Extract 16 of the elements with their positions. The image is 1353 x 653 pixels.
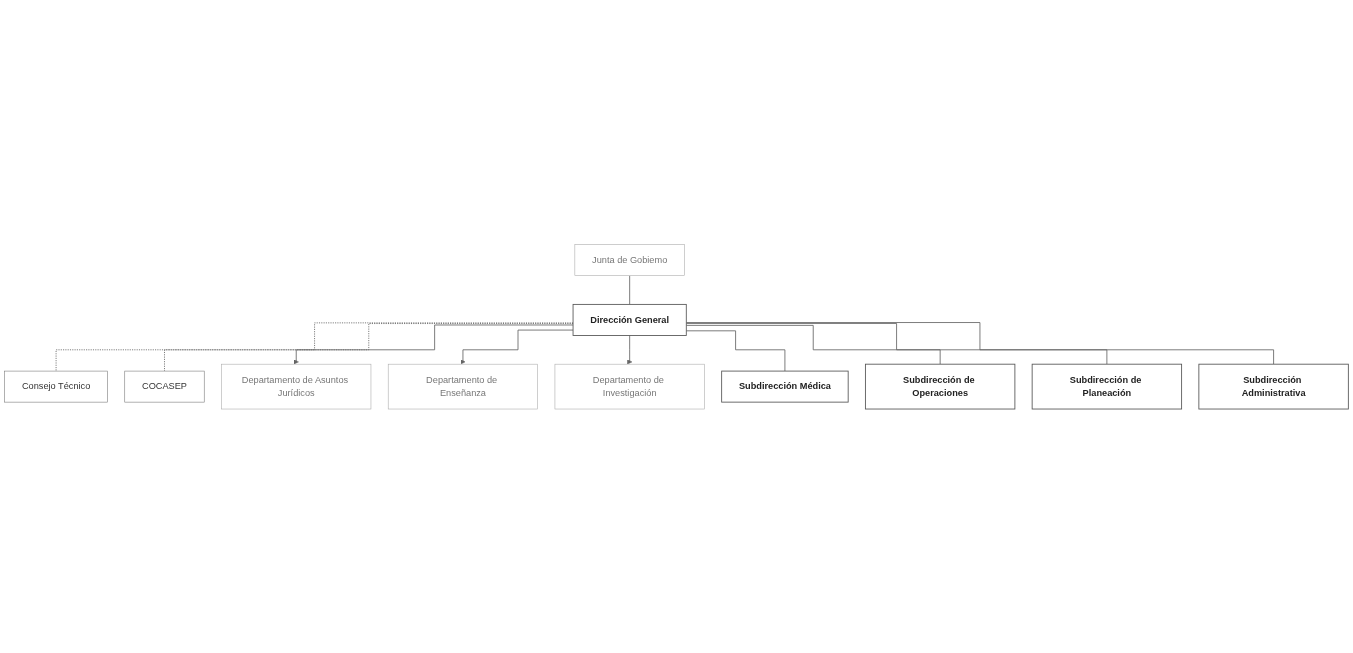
node-box: Consejo Técnico — [4, 370, 108, 403]
connector — [685, 324, 941, 365]
node-box: Subdirección de Operaciones — [865, 363, 1016, 410]
connector — [685, 330, 786, 372]
node-box: Subdirección de Planeación — [1031, 363, 1183, 410]
connector — [685, 321, 1275, 365]
node-box: Junta de Gobiemo — [574, 244, 685, 276]
connector — [629, 274, 631, 305]
node-box: Dirección General — [572, 303, 687, 336]
node-box: Departamento de Asuntos Jurídicos — [221, 363, 372, 409]
connector — [685, 322, 1108, 365]
node-box: Departamento de Enseñanza — [387, 363, 538, 409]
node-box: Departamento de Investigación — [554, 363, 705, 409]
node-box: COCASEP — [124, 370, 205, 403]
node-box: Subdirección Administrativa — [1198, 363, 1349, 410]
node-box: Subdirección Médica — [721, 370, 849, 403]
